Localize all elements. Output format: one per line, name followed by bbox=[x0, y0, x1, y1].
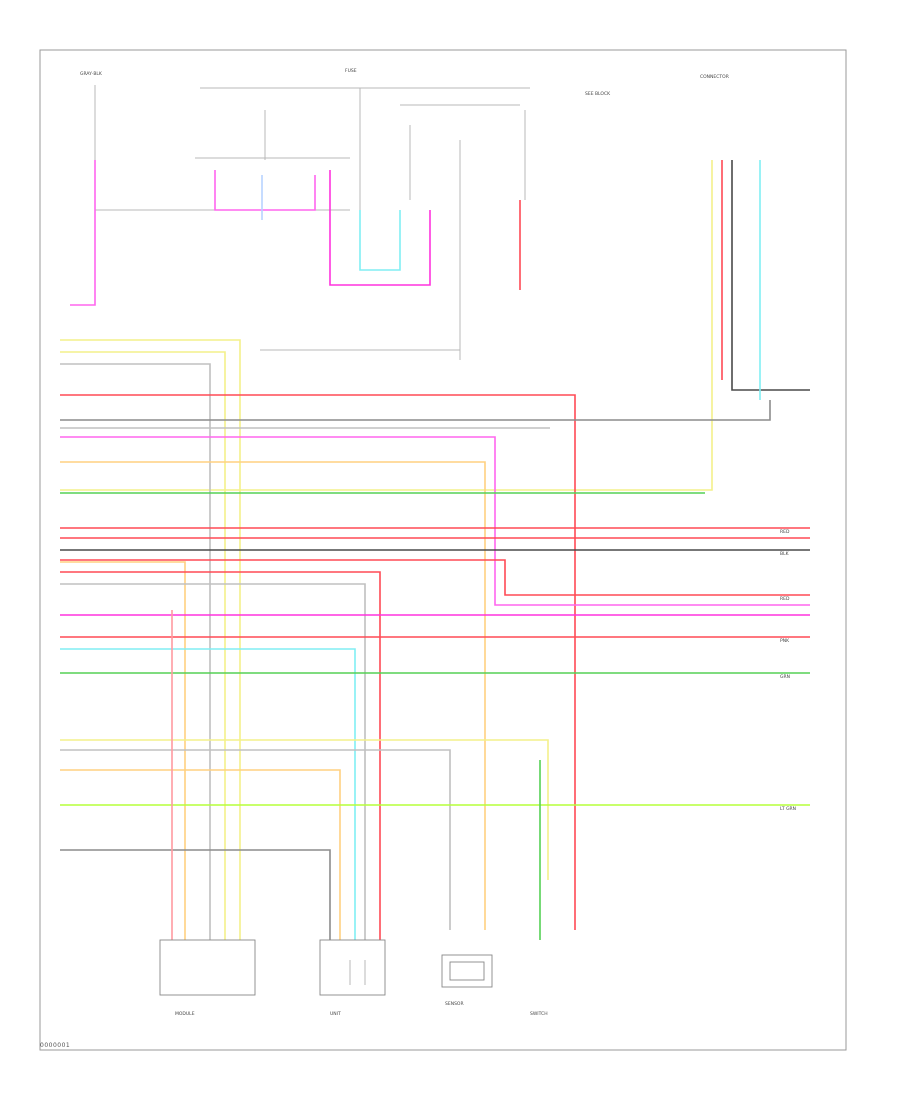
svg-text:PNK: PNK bbox=[780, 638, 790, 644]
svg-text:GRAY·BLK: GRAY·BLK bbox=[80, 71, 103, 77]
svg-text:CONNECTOR: CONNECTOR bbox=[700, 74, 729, 80]
top-vertical-wires bbox=[60, 160, 810, 491]
right-labels: RED BLK RED PNK GRN LT GRN bbox=[780, 529, 796, 812]
svg-text:LT GRN: LT GRN bbox=[780, 806, 796, 812]
component-relay-inner bbox=[449, 961, 485, 981]
svg-text:RED: RED bbox=[780, 596, 790, 602]
svg-text:SWITCH: SWITCH bbox=[530, 1011, 548, 1017]
svg-text:GRN: GRN bbox=[780, 674, 790, 680]
bottom-components: MODULE UNIT SENSOR SWITCH bbox=[159, 939, 548, 1017]
svg-text:FUSE: FUSE bbox=[345, 68, 357, 74]
component-relay bbox=[441, 954, 493, 988]
svg-text:SEE BLOCK: SEE BLOCK bbox=[585, 91, 611, 97]
page-id: 0000001 bbox=[40, 1042, 71, 1049]
component-block-left bbox=[159, 939, 256, 996]
svg-text:RED: RED bbox=[780, 529, 790, 535]
svg-text:BLK: BLK bbox=[780, 551, 790, 557]
top-fuse-section: GRAY·BLK FUSE SEE BLOCK CONNECTOR bbox=[80, 68, 729, 360]
svg-text:MODULE: MODULE bbox=[175, 1011, 195, 1017]
horizontal-wires bbox=[60, 339, 810, 940]
svg-text:SENSOR: SENSOR bbox=[445, 1001, 464, 1007]
component-block-center bbox=[319, 939, 386, 996]
diagram-frame bbox=[39, 49, 847, 1051]
svg-text:UNIT: UNIT bbox=[330, 1011, 341, 1017]
